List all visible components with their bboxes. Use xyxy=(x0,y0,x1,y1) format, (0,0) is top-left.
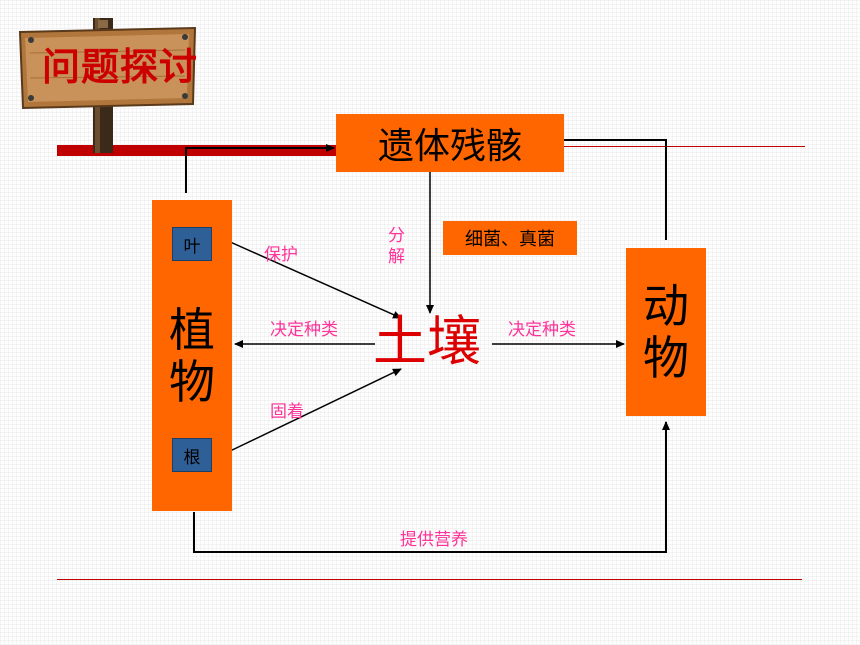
animal-box: 动 物 xyxy=(626,248,706,416)
leaf-box: 叶 xyxy=(172,227,212,261)
decompose-label-line2: 解 xyxy=(388,247,405,267)
determine-right-label: 决定种类 xyxy=(508,320,576,340)
top-rule xyxy=(57,145,337,156)
anchor-label: 固着 xyxy=(270,402,304,422)
remains-label: 遗体残骸 xyxy=(377,126,522,167)
leaf-to-soil-line xyxy=(227,240,402,319)
top-rule-thin xyxy=(560,146,805,147)
determine-left-label: 决定种类 xyxy=(270,320,338,340)
remains-box: 遗体残骸 xyxy=(336,114,564,172)
decompose-label: 分 解 xyxy=(388,226,405,268)
animal-label-line1: 动 xyxy=(643,279,689,333)
page-title: 问题探讨 xyxy=(42,45,199,89)
animal-to-remains-line xyxy=(539,136,667,240)
bottom-rule xyxy=(57,579,802,580)
microbes-label: 细菌、真菌 xyxy=(465,229,555,250)
plant-label-line1: 植 xyxy=(169,302,215,357)
plant-label-line2: 物 xyxy=(169,354,215,409)
root-box: 根 xyxy=(172,438,212,472)
nutrition-label: 提供营养 xyxy=(400,530,468,550)
wooden-signpost-icon xyxy=(15,18,200,153)
plant-to-animal-line xyxy=(193,421,670,553)
plant-to-remains-line xyxy=(185,144,335,193)
protect-label: 保护 xyxy=(264,245,298,265)
decompose-label-line1: 分 xyxy=(388,226,405,246)
microbes-box: 细菌、真菌 xyxy=(443,221,577,255)
root-to-soil-line xyxy=(227,368,402,453)
animal-label-line2: 物 xyxy=(643,331,689,385)
soil-label: 土壤 xyxy=(373,310,481,373)
